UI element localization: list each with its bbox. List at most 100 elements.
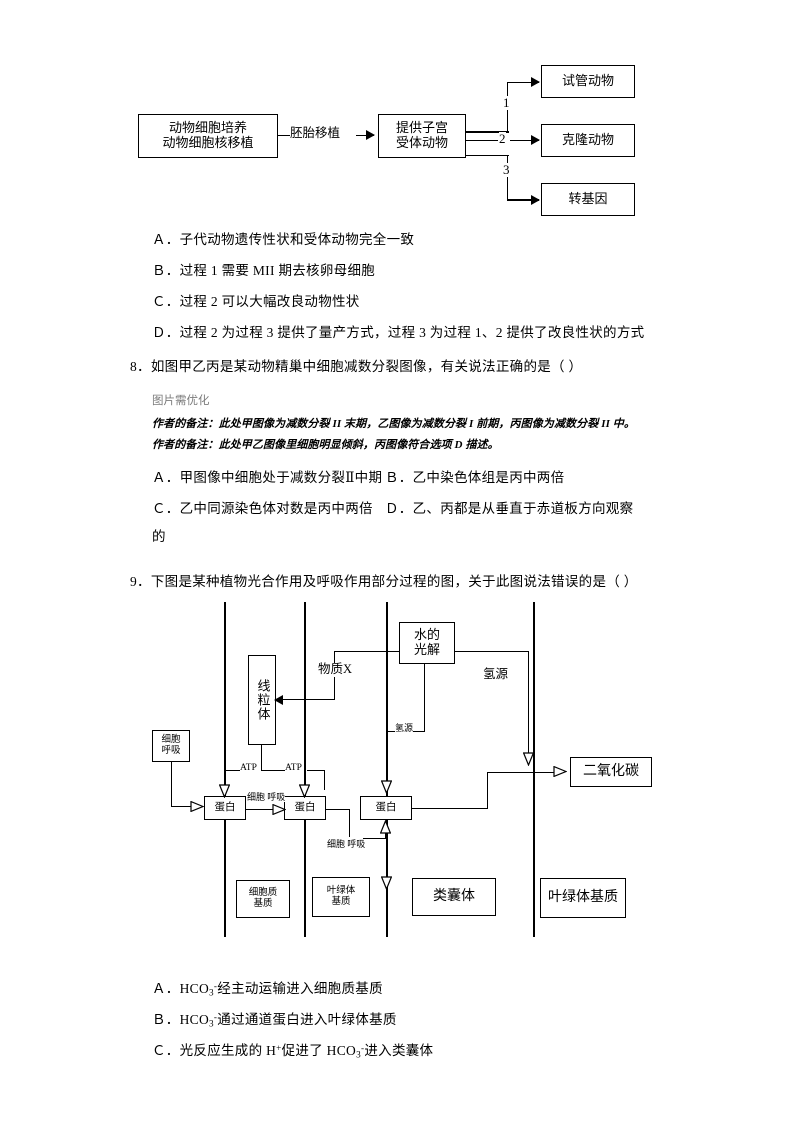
- q9-option-b-rest: 通过通道蛋白进入叶绿体基质: [217, 1012, 397, 1028]
- q9-option-c-minus: -: [360, 1043, 365, 1053]
- arrowhead-hydrogen-into-protein3: [381, 780, 392, 794]
- label-hydrogen-source-mid: 氢源: [395, 723, 414, 734]
- label-cell-respiration-low: 细胞 呼吸: [327, 839, 366, 850]
- q7-option-c: Ｃ．过程 2 可以大幅改良动物性状: [152, 294, 360, 309]
- q8-option-d: Ｄ．乙、丙都是从垂直于赤道板方向观察: [385, 501, 634, 516]
- box-output-clone-animal: 克隆动物: [541, 124, 635, 157]
- box-output2-label: 克隆动物: [561, 132, 614, 148]
- label-branch-1: 1: [503, 95, 510, 111]
- q9-option-c-lead: Ｃ．光反应生成的 H: [152, 1043, 277, 1059]
- box-water-photolysis-line1: 水的: [413, 627, 440, 643]
- q9-option-c-sub: 3: [356, 1049, 361, 1060]
- q9-stem: 9．下图是某种植物光合作用及呼吸作用部分过程的图，关于此图说法错误的是（ ）: [130, 574, 638, 589]
- arrowhead-into-mitochondria: [274, 695, 283, 705]
- q8-author-note-1: 作者的备注：此处甲图像为减数分裂 II 末期，乙图像为减数分裂 I 前期，丙图像…: [152, 418, 636, 430]
- arrowhead-into-protein1: [190, 801, 204, 812]
- q9-option-c-plus: +: [276, 1043, 282, 1053]
- arrowhead-into-protein2: [272, 804, 286, 815]
- arrowhead-into-protein3-up: [380, 820, 391, 834]
- q9-option-b-prefix: Ｂ．HCO: [152, 1012, 210, 1028]
- q9-option-a-rest: 经主动运输进入细胞质基质: [217, 981, 383, 997]
- label-cellresp-mid-line2: 呼吸: [267, 792, 286, 802]
- branch2-arm-right: [510, 140, 539, 142]
- q9-option-a-prefix: Ａ．HCO: [152, 981, 210, 997]
- box-cytosol-line2: 基质: [253, 899, 273, 909]
- box-source-line1: 动物细胞培养: [168, 120, 247, 136]
- box-stroma-small-line2: 基质: [331, 897, 351, 907]
- hydrogen-right-drop: [528, 651, 530, 756]
- arrowhead-hydrogen-right-down: [523, 752, 534, 766]
- atp-down-right: [324, 770, 326, 790]
- membrane-thylakoid: [386, 602, 388, 937]
- box-output3-label: 转基因: [568, 191, 608, 207]
- arrowhead-atp-down-left: [219, 784, 230, 798]
- box-protein-chloroplast-membrane: 蛋白: [284, 796, 326, 820]
- label-cellresp-mid-line1: 细胞: [247, 792, 266, 802]
- q9-option-b-sub: 3: [209, 1018, 214, 1029]
- branch1-arm: [507, 82, 539, 84]
- q9-option-b-sup: -: [213, 1012, 218, 1022]
- label-branch-2: 2: [499, 131, 506, 147]
- box-source-line2: 动物细胞核移植: [162, 135, 254, 150]
- arrowhead-branch3: [531, 195, 540, 205]
- mito-bottom-stem: [261, 745, 263, 771]
- q8-option-d-wrap: 的: [152, 529, 166, 544]
- protein2-out: [326, 809, 350, 811]
- label-atp-right: ATP: [285, 763, 302, 774]
- box-output1-label: 试管动物: [561, 73, 614, 89]
- arrowhead-thylakoid-bottom: [381, 876, 392, 890]
- q9-option-b: Ｂ．HCO3-通过通道蛋白进入叶绿体基质: [152, 1011, 397, 1030]
- substx-top-segment: [334, 651, 400, 653]
- box-protein3-label: 蛋白: [375, 801, 397, 813]
- arrowhead-to-recipient: [366, 130, 375, 140]
- protein2-out-drop: [349, 809, 351, 837]
- box-protein-plasma-membrane: 蛋白: [204, 796, 246, 820]
- q7-option-b: Ｂ．过程 1 需要 MII 期去核卵母细胞: [152, 263, 376, 278]
- hydrogen-mid-drop: [424, 664, 426, 732]
- protein1-to-protein2: [246, 809, 278, 811]
- q8-placeholder-note: 图片需优化: [152, 395, 210, 407]
- q7-option-d: Ｄ．过程 2 为过程 3 提供了量产方式，过程 3 为过程 1、2 提供了改良性…: [152, 325, 645, 340]
- box-label-stroma-small: 叶绿体 基质: [312, 877, 370, 917]
- co2-inbound: [487, 772, 559, 774]
- box-protein-thylakoid-membrane: 蛋白: [360, 796, 412, 820]
- label-substance-x: 物质X: [318, 662, 353, 677]
- label-cell-respiration-mid: 细胞 呼吸: [247, 792, 286, 803]
- box-recipient-line1: 提供子宫: [395, 120, 448, 136]
- box-cell-resp-left-line1: 细胞: [161, 735, 181, 746]
- q8-author-note-2: 作者的备注：此处甲乙图像里细胞明显倾斜，丙图像符合选项 D 描述。: [152, 439, 499, 451]
- box-mitochondria-label: 线粒体: [255, 679, 271, 721]
- q9-option-c: Ｃ．光反应生成的 H+促进了 HCO3-进入类囊体: [152, 1042, 433, 1061]
- box-protein2-label: 蛋白: [294, 801, 316, 813]
- connector-source-to-transfer: [278, 135, 290, 137]
- q8-option-a: Ａ．甲图像中细胞处于减数分裂Ⅱ中期: [152, 470, 383, 485]
- q9-option-c-tail: 进入类囊体: [364, 1043, 434, 1059]
- q9-option-a: Ａ．HCO3-经主动运输进入细胞质基质: [152, 980, 383, 999]
- branch2-arm-left: [466, 140, 498, 142]
- protein3-out-riser: [487, 772, 489, 809]
- box-output-transgenic: 转基因: [541, 183, 635, 216]
- cellresp-left-to-protein: [171, 806, 196, 808]
- box-water-photolysis-line2: 光解: [413, 642, 440, 657]
- atp-bar-right: [307, 770, 325, 772]
- box-thylakoid-label: 类囊体: [433, 888, 475, 904]
- membrane-chloroplast-inner: [533, 602, 535, 937]
- arrowhead-atp-down-right: [299, 784, 310, 798]
- q8-option-b: Ｂ．乙中染色体组是丙中两倍: [385, 470, 565, 485]
- into-protein3-base: [363, 838, 386, 840]
- q9-option-a-sup: -: [213, 981, 218, 991]
- box-source-techniques: 动物细胞培养 动物细胞核移植: [138, 114, 278, 158]
- box-label-chloroplast-stroma: 叶绿体基质: [540, 878, 626, 918]
- box-carbon-dioxide-label: 二氧化碳: [583, 763, 639, 779]
- box-mitochondria: 线粒体: [248, 655, 276, 745]
- box-protein1-label: 蛋白: [214, 801, 236, 813]
- box-carbon-dioxide: 二氧化碳: [570, 757, 652, 787]
- label-cellresp-low-line1: 细胞: [327, 839, 346, 849]
- label-hydrogen-source-right: 氢源: [483, 667, 509, 682]
- box-chloroplast-stroma-label: 叶绿体基质: [548, 889, 618, 905]
- label-cellresp-low-line2: 呼吸: [347, 839, 366, 849]
- branch3-stub: [466, 155, 509, 157]
- arrowhead-branch1: [531, 77, 540, 87]
- box-recipient-animal: 提供子宫 受体动物: [378, 114, 466, 158]
